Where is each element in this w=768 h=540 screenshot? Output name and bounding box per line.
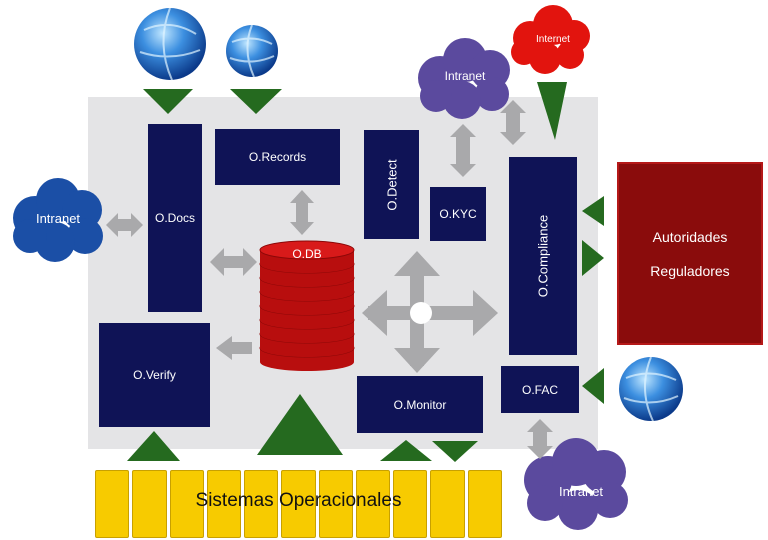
module-docs: O.Docs [148,124,202,312]
module-label: O.Records [248,150,307,164]
cloud-label: Intranet [558,484,604,499]
module-verify: O.Verify [99,323,210,427]
up-arrow-icon [257,394,343,455]
internet-cloud-top [511,5,590,74]
db-disk-bottom [260,311,354,329]
down-arrow-icon [537,82,567,140]
module-records: O.Records [215,129,340,185]
module-label: O.Detect [384,158,399,211]
system-segment [132,470,167,538]
double-arrow-icon [527,419,553,459]
cloud-label: Intranet [444,69,486,83]
intranet-cloud-bottom [524,438,628,530]
db-disk-top [259,240,355,260]
module-compliance: O.Compliance [509,157,577,355]
down-arrow-icon [230,89,282,114]
cloud-label: Internet [536,34,570,45]
double-arrow-icon [210,248,257,276]
double-arrow-icon [450,124,476,177]
db-label: O.DB [292,247,322,261]
system-segment [430,470,465,538]
module-label: O.Docs [154,211,195,225]
db-disk-bottom [260,325,354,343]
cloud-label: Intranet [35,211,81,226]
four-way-arrow-icon [362,251,498,373]
module-detect: O.Detect [364,130,419,239]
db-disk-bottom [260,339,354,357]
globe-icon [134,7,206,81]
db-disk-bottom [260,297,354,315]
connector-arrows [106,100,553,459]
module-label: O.Monitor [393,397,447,412]
system-segment [206,470,242,538]
system-segment [355,470,391,538]
left-arrow-icon [582,368,604,404]
authorities-box: Autoridades Reguladores [617,162,763,345]
down-arrow-icon [143,89,193,114]
db-disk-bottom [260,283,354,301]
green-arrows [127,82,604,462]
globe-icon [226,24,278,78]
authorities-line: Reguladores [650,262,730,279]
globe-icon [619,356,683,422]
authorities-line: Autoridades [652,228,728,245]
operational-systems-label: Sistemas Operacionales [195,490,402,511]
db-disk-bottom [260,353,354,371]
operational-systems-bar [95,470,502,538]
system-segment [169,470,204,538]
system-segment [393,470,428,538]
double-arrow-icon [290,190,314,235]
module-label: O.KYC [439,207,477,221]
module-label: O.Compliance [535,214,551,298]
up-arrow-icon [127,431,180,461]
up-arrow-icon [380,440,432,461]
down-arrow-icon [432,441,478,462]
database-icon [259,240,355,371]
module-kyc: O.KYC [430,187,486,241]
system-segment [281,470,316,538]
intranet-cloud-left [13,178,103,262]
left-arrow-icon [582,196,604,226]
db-disk-bottom [260,255,354,273]
system-segment [318,470,353,538]
left-arrow-icon [216,336,252,360]
module-label: O.FAC [521,382,558,397]
double-arrow-icon [500,100,526,145]
module-monitor: O.Monitor [357,376,483,433]
right-arrow-icon [582,240,604,276]
intranet-cloud-top [418,38,510,119]
module-label: O.Verify [133,368,176,382]
module-fac: O.FAC [501,366,579,413]
system-segment [244,470,279,538]
system-segment [95,470,130,538]
db-disk-bottom [260,269,354,287]
double-arrow-icon [106,213,143,237]
system-segment [467,470,502,538]
